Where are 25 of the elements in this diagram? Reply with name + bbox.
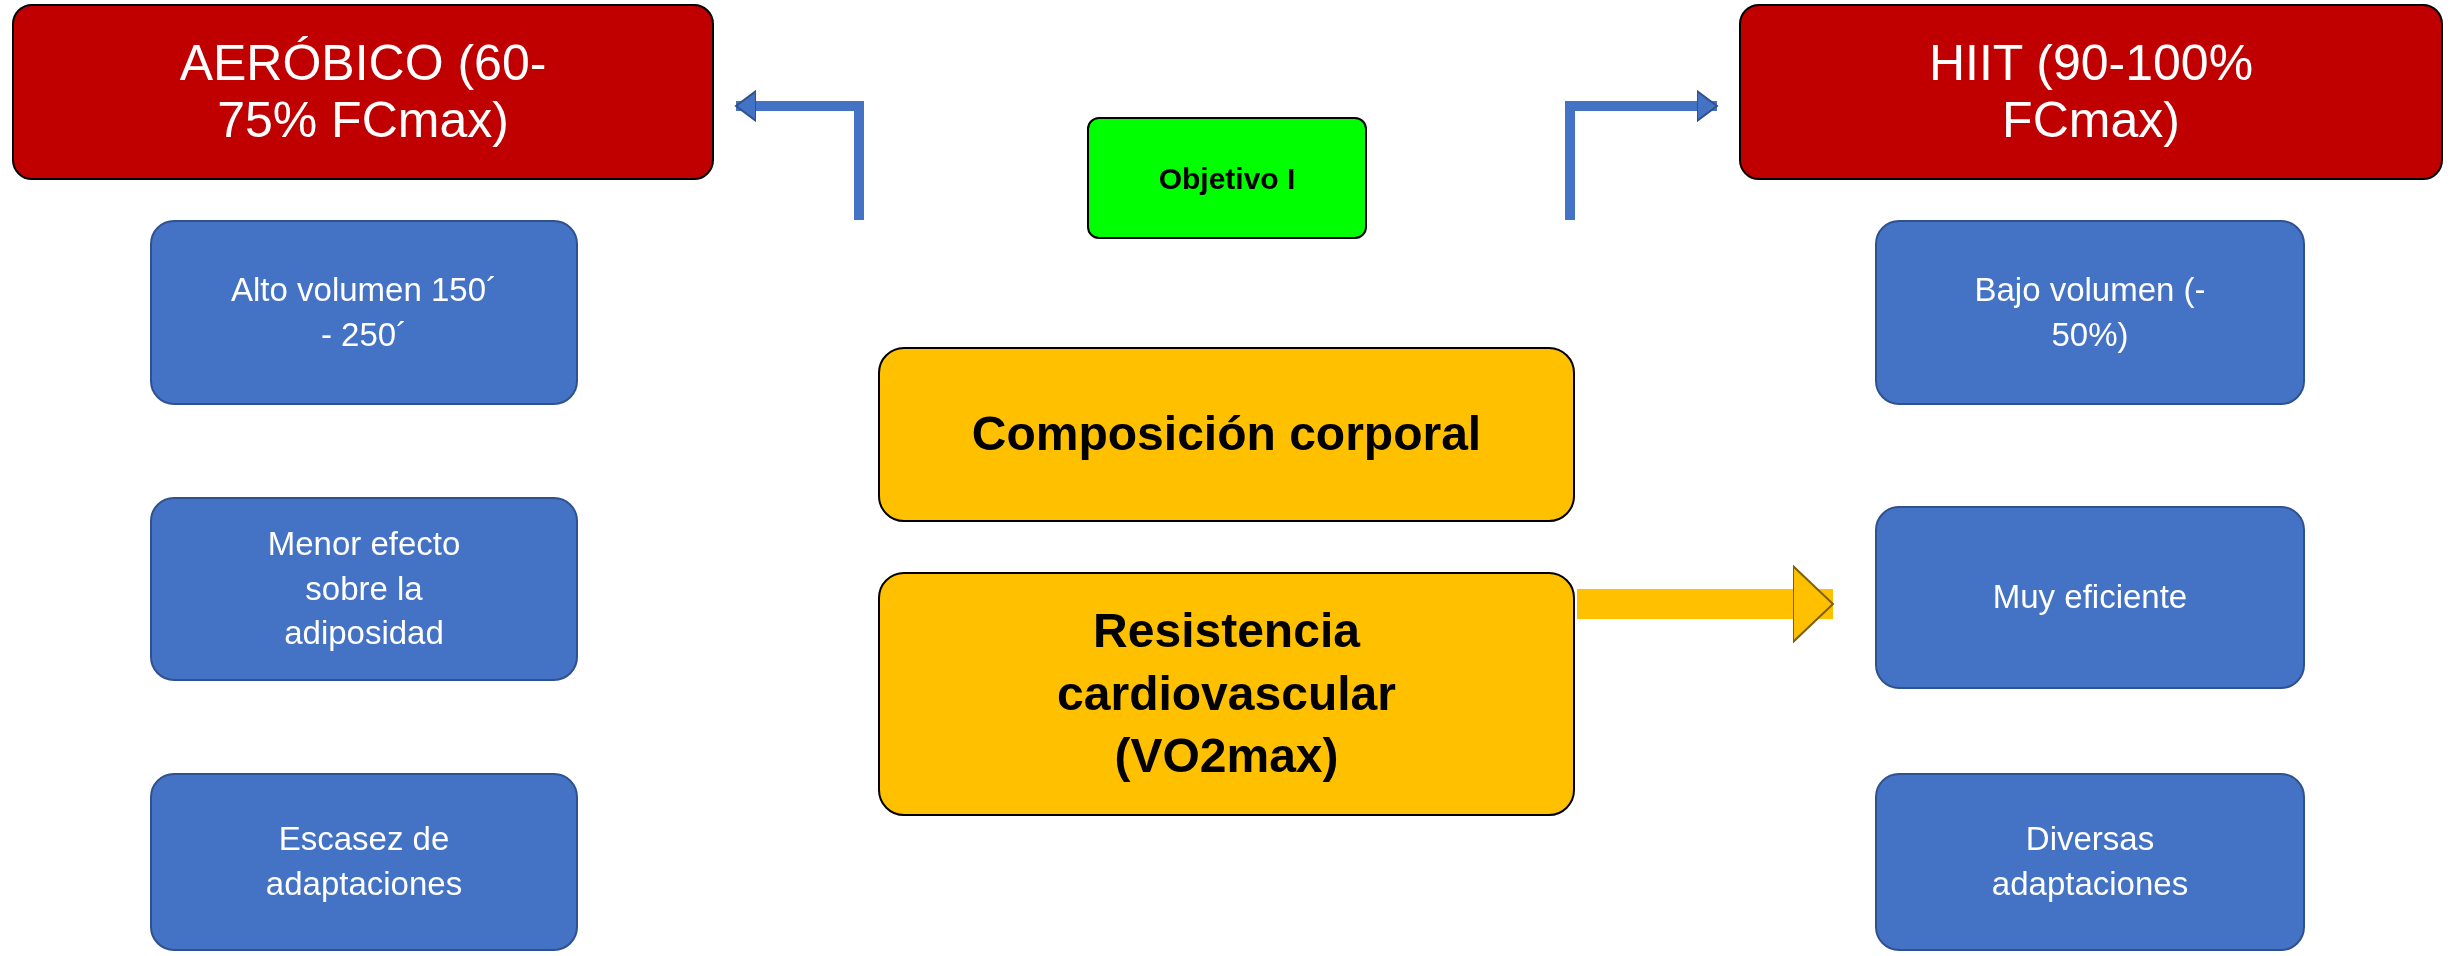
arrow [1577, 565, 1834, 643]
header-box [12, 4, 714, 180]
box-text: AERÓBICO (60-75% FCmax) [178, 34, 548, 150]
arrow [735, 90, 864, 220]
objective-box [1087, 117, 1367, 239]
box-text: Composición corporal [971, 406, 1482, 463]
box-text: Muy eficiente [1992, 577, 2188, 618]
info-box [1875, 773, 2305, 951]
box-text: Bajo volumen (- 50%) [1973, 269, 2207, 355]
box-text: Objetivo I [1158, 160, 1296, 197]
goal-box [878, 572, 1575, 816]
header-box [1739, 4, 2443, 180]
info-box [150, 773, 578, 951]
box-text: Alto volumen 150´ - 250´ [230, 269, 498, 355]
box-text: Escasez de adaptaciones [264, 819, 464, 904]
box-text: Menor efecto sobre la adiposidad [266, 524, 462, 654]
info-box [150, 497, 578, 681]
info-box [1875, 506, 2305, 689]
goal-box [878, 347, 1575, 522]
box-text: Resistencia cardiovascular (VO2max) [1056, 603, 1397, 785]
box-text: HIIT (90-100% FCmax) [1927, 34, 2255, 150]
box-text: Diversas adaptaciones [1990, 819, 2190, 904]
info-box [150, 220, 578, 405]
info-box [1875, 220, 2305, 405]
arrow [1565, 90, 1718, 220]
